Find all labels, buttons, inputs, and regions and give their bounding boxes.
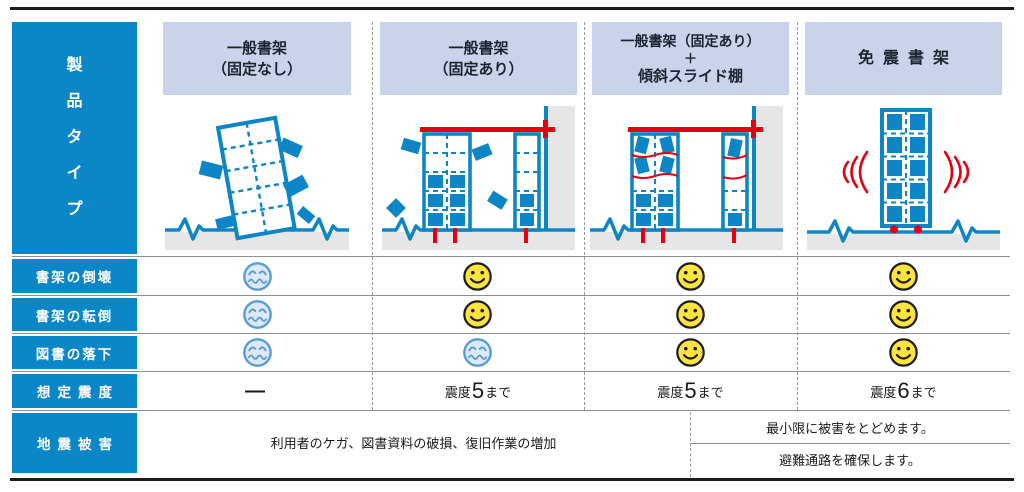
intensity-prefix: 震度 [657, 384, 684, 400]
header-line: 傾斜スライド棚 [637, 67, 743, 85]
rating-cell [460, 259, 494, 293]
intensity-prefix: 震度 [444, 384, 471, 400]
column-header-general-fixed: 一般書架 （固定あり） [380, 22, 577, 95]
happy-face-icon [888, 337, 918, 367]
happy-face-icon [675, 299, 705, 329]
row-header-bookfall: 図書の落下 [12, 336, 137, 369]
rating-cell [240, 297, 274, 331]
happy-face-icon [462, 299, 492, 329]
intensity-value-unfixed: — [137, 372, 372, 410]
rating-cell [673, 259, 707, 293]
intensity-suffix: まで [910, 384, 937, 400]
happy-face-icon [675, 261, 705, 291]
damage-right-divider [690, 443, 1010, 444]
header-line: 一般書架 [226, 39, 287, 57]
row-header-collapse: 書架の倒壊 [12, 259, 137, 293]
row-label: 書架の転倒 [35, 308, 114, 324]
sad-face-icon [242, 299, 272, 329]
column-divider [584, 22, 585, 410]
column-header-tilt-slide: 一般書架（固定あり） ＋ 傾斜スライド棚 [592, 22, 789, 95]
intensity-number: 5 [471, 378, 485, 403]
header-line: 免震書架 [857, 50, 958, 67]
intensity-number: 6 [897, 378, 910, 403]
column-divider [372, 22, 373, 410]
product-type-header-cell: 製品タイプ [12, 22, 137, 254]
row-label: 想定震度 [37, 385, 119, 400]
happy-face-icon [675, 337, 705, 367]
no-rating-dash: — [245, 379, 265, 402]
header-line: （固定あり） [433, 60, 524, 78]
column-divider [797, 22, 798, 410]
damage-right-line: 避難通路を確保します。 [779, 452, 921, 468]
rating-cell [886, 297, 920, 331]
row-label: 図書の落下 [35, 346, 114, 362]
top-border-rule [10, 7, 1014, 10]
rating-cell [240, 335, 274, 369]
illustration-general-unfixed [165, 115, 349, 250]
happy-face-icon [888, 261, 918, 291]
intensity-prefix: 震度 [870, 384, 897, 400]
damage-left-text: 利用者のケガ、図書資料の破損、復旧作業の増加 [270, 436, 557, 451]
row-label: 地震被害 [37, 437, 119, 452]
row-divider [12, 295, 1010, 296]
damage-text-evacuation: 避難通路を確保します。 [690, 444, 1010, 474]
illustration-seismic-isolated [807, 108, 1000, 250]
damage-text-minimized: 最小限に被害をとどめます。 [690, 412, 1010, 443]
product-type-label: 製品タイプ [66, 57, 83, 218]
illustration-tilt-slide [590, 106, 783, 250]
intensity-suffix: まで [697, 384, 724, 400]
rating-cell [460, 335, 494, 369]
row-divider [12, 256, 1010, 257]
rating-cell [886, 335, 920, 369]
column-header-seismic-isolated: 免震書架 [805, 22, 1002, 95]
rating-cell [886, 259, 920, 293]
row-divider [12, 371, 1010, 372]
row-header-tipover: 書架の転倒 [12, 298, 137, 331]
happy-face-icon [462, 261, 492, 291]
damage-column-divider [690, 412, 691, 477]
sad-face-icon [242, 261, 272, 291]
row-label: 書架の倒壊 [35, 270, 114, 285]
intensity-number: 5 [684, 378, 697, 403]
header-line: 一般書架（固定あり） [620, 32, 761, 49]
column-header-general-unfixed: 一般書架 （固定なし） [163, 22, 351, 95]
header-line: 一般書架 [448, 39, 509, 57]
sad-face-icon [462, 337, 492, 367]
rating-cell [673, 335, 707, 369]
damage-text-general: 利用者のケガ、図書資料の破損、復旧作業の増加 [137, 412, 690, 473]
happy-face-icon [888, 299, 918, 329]
sad-face-icon [242, 337, 272, 367]
bottom-border-rule [10, 478, 1014, 481]
header-plus: ＋ [683, 50, 697, 66]
rating-cell [460, 297, 494, 331]
illustration-general-fixed [382, 106, 575, 250]
rating-cell [240, 259, 274, 293]
row-divider [12, 410, 1010, 411]
rating-cell [673, 297, 707, 331]
intensity-suffix: まで [485, 384, 512, 400]
damage-right-line: 最小限に被害をとどめます。 [766, 421, 934, 436]
row-header-damage: 地震被害 [12, 413, 137, 473]
row-divider [12, 333, 1010, 334]
header-line: （固定なし） [211, 60, 302, 78]
row-header-intensity: 想定震度 [12, 374, 137, 408]
